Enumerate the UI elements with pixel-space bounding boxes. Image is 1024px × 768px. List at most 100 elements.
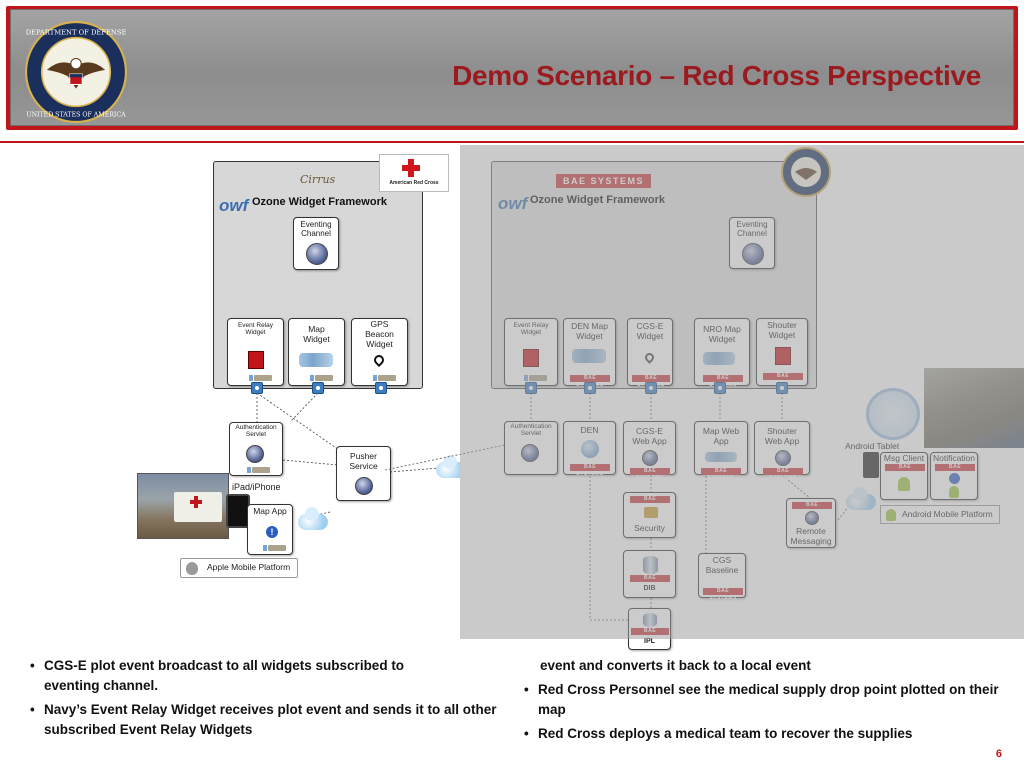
bae-tag: BAE SYSTEMS (703, 375, 743, 388)
un-logo-icon (866, 388, 920, 440)
cirrus-mini-logo-icon (263, 545, 286, 551)
framework-title-right: Ozone Widget Framework (530, 194, 665, 206)
bullet-list-left: CGS-E plot event broadcast to all widget… (28, 656, 508, 744)
relay-icon (523, 349, 539, 367)
shouter-web-app-label: Shouter Web App (764, 426, 800, 446)
bae-tag: BAE SYSTEMS (885, 464, 925, 477)
android-platform-badge: Android Mobile Platform (880, 505, 1000, 524)
page-number: 6 (995, 748, 1002, 760)
slide-title: Demo Scenario – Red Cross Perspective (452, 60, 981, 91)
cloud-icon (846, 487, 876, 510)
map-icon (572, 349, 606, 363)
auth-servlet-box-left: Authentication Servlet (229, 422, 283, 476)
bullet-list-right: Red Cross Personnel see the medical supp… (522, 680, 1012, 748)
red-cross-icon-bar (402, 165, 420, 171)
connector-port-icon (584, 382, 596, 394)
event-relay-widget-left: Event Relay Widget (227, 318, 284, 386)
service-gear-icon (355, 477, 373, 495)
shouter-widget: Shouter Widget BAE SYSTEMS (756, 318, 808, 386)
header-panel: DEPARTMENT OF DEFENSE UNITED STATES OF A… (10, 9, 1014, 126)
cgse-widget: CGS-E Widget BAE SYSTEMS (627, 318, 673, 388)
apple-icon (186, 562, 198, 575)
bae-tag: BAE SYSTEMS (703, 588, 743, 601)
eventing-channel-box-right: Eventing Channel (729, 217, 775, 269)
apple-platform-badge: Apple Mobile Platform (180, 558, 298, 578)
pusher-service-box: Pusher Service (336, 446, 391, 501)
svg-text:UNITED STATES OF AMERICA: UNITED STATES OF AMERICA (26, 112, 126, 119)
relay-icon (248, 351, 264, 369)
owf-logo-right: owf (498, 194, 528, 213)
cirrus-mini-logo-icon (310, 375, 333, 381)
android-robot-icon (886, 509, 896, 521)
alert-icon: ! (266, 526, 278, 538)
red-cross-logo: American Red Cross (379, 154, 449, 192)
auth-servlet-label: Authentication Servlet (235, 424, 277, 439)
bae-tag: BAE SYSTEMS (935, 464, 975, 477)
eventing-hub-icon (742, 243, 764, 265)
connector-port-icon (312, 382, 324, 394)
eventing-channel-box-left: Eventing Channel (293, 217, 339, 270)
android-robot-icon (949, 486, 959, 498)
nro-map-widget: NRO Map Widget BAE SYSTEMS (694, 318, 750, 388)
bae-tag: BAE SYSTEMS (631, 628, 669, 641)
red-cross-icon-bar (190, 500, 202, 504)
bae-tag: BAE SYSTEMS (763, 468, 803, 481)
map-app-label: Map App (253, 506, 287, 516)
bullet-item: Red Cross deploys a medical team to reco… (522, 724, 1012, 744)
map-icon (299, 353, 333, 367)
eventing-channel-label: Eventing Channel (736, 220, 768, 239)
bullet-item: Red Cross Personnel see the medical supp… (522, 680, 1012, 720)
android-platform-label: Android Mobile Platform (902, 509, 993, 519)
dib-box: BAE SYSTEMS DIB (623, 550, 676, 598)
ipl-label: IPL (644, 638, 655, 645)
svg-text:DEPARTMENT OF DEFENSE: DEPARTMENT OF DEFENSE (26, 29, 127, 37)
globe-icon (581, 440, 599, 458)
dib-label: DIB (643, 585, 656, 592)
bae-tag: BAE SYSTEMS (630, 575, 670, 588)
servlet-gear-icon (521, 444, 539, 462)
security-label: Security (634, 523, 665, 533)
map-icon (705, 452, 737, 462)
owf-logo-left: owf (219, 196, 249, 215)
event-relay-widget-right: Event Relay Widget (504, 318, 558, 386)
remote-messaging-box: BAE SYSTEMS Remote Messaging (786, 498, 836, 548)
bae-tag: BAE SYSTEMS (701, 468, 741, 481)
map-icon (703, 352, 735, 365)
vehicle-shape (174, 492, 222, 522)
connector-port-icon (525, 382, 537, 394)
web-app-gear-icon (775, 450, 791, 466)
cloud-icon (298, 507, 328, 530)
disaster-rubble-photo (924, 368, 1024, 448)
den-box: DEN BAE SYSTEMS (563, 421, 616, 477)
cgs-baseline-label: CGS Baseline (705, 555, 739, 575)
auth-servlet-label: Authentication Servlet (510, 423, 552, 438)
cgs-baseline-box: CGS Baseline BAE SYSTEMS (698, 553, 746, 601)
auth-servlet-box-right: Authentication Servlet (504, 421, 558, 475)
notification-box: Notification BAE SYSTEMS (930, 452, 978, 500)
bullet-item: CGS-E plot event broadcast to all widget… (28, 656, 508, 696)
map-web-app-box: Map Web App BAE SYSTEMS (694, 421, 748, 481)
cirrus-mini-logo-icon (249, 375, 272, 381)
gps-beacon-widget-left: GPS Beacon Widget (351, 318, 408, 386)
web-app-gear-icon (642, 450, 658, 466)
bae-tag: BAE SYSTEMS (763, 373, 803, 386)
android-tablet-device-icon (863, 452, 879, 478)
den-label: DEN (580, 425, 599, 435)
den-map-widget: DEN Map Widget BAE SYSTEMS (563, 318, 616, 388)
map-web-app-label: Map Web App (702, 426, 740, 446)
relay-icon (775, 347, 791, 365)
cirrus-logo: Cirrus (300, 173, 336, 186)
map-widget-label: Map Widget (303, 324, 330, 344)
database-icon (643, 613, 657, 627)
framework-title-left: Ozone Widget Framework (252, 196, 387, 208)
map-app-box: Map App ! (247, 504, 293, 555)
nro-map-widget-label: NRO Map Widget (703, 324, 741, 344)
red-cross-logo-text: American Red Cross (389, 180, 439, 186)
database-icon (643, 556, 658, 574)
bae-tag: BAE SYSTEMS (792, 502, 832, 515)
event-relay-widget-label: Event Relay Widget (513, 322, 549, 337)
android-tablet-label: Android Tablet (845, 441, 900, 451)
cirrus-mini-logo-icon (247, 467, 270, 473)
msg-client-label: Msg Client (883, 453, 925, 463)
alert-icon (949, 473, 960, 484)
